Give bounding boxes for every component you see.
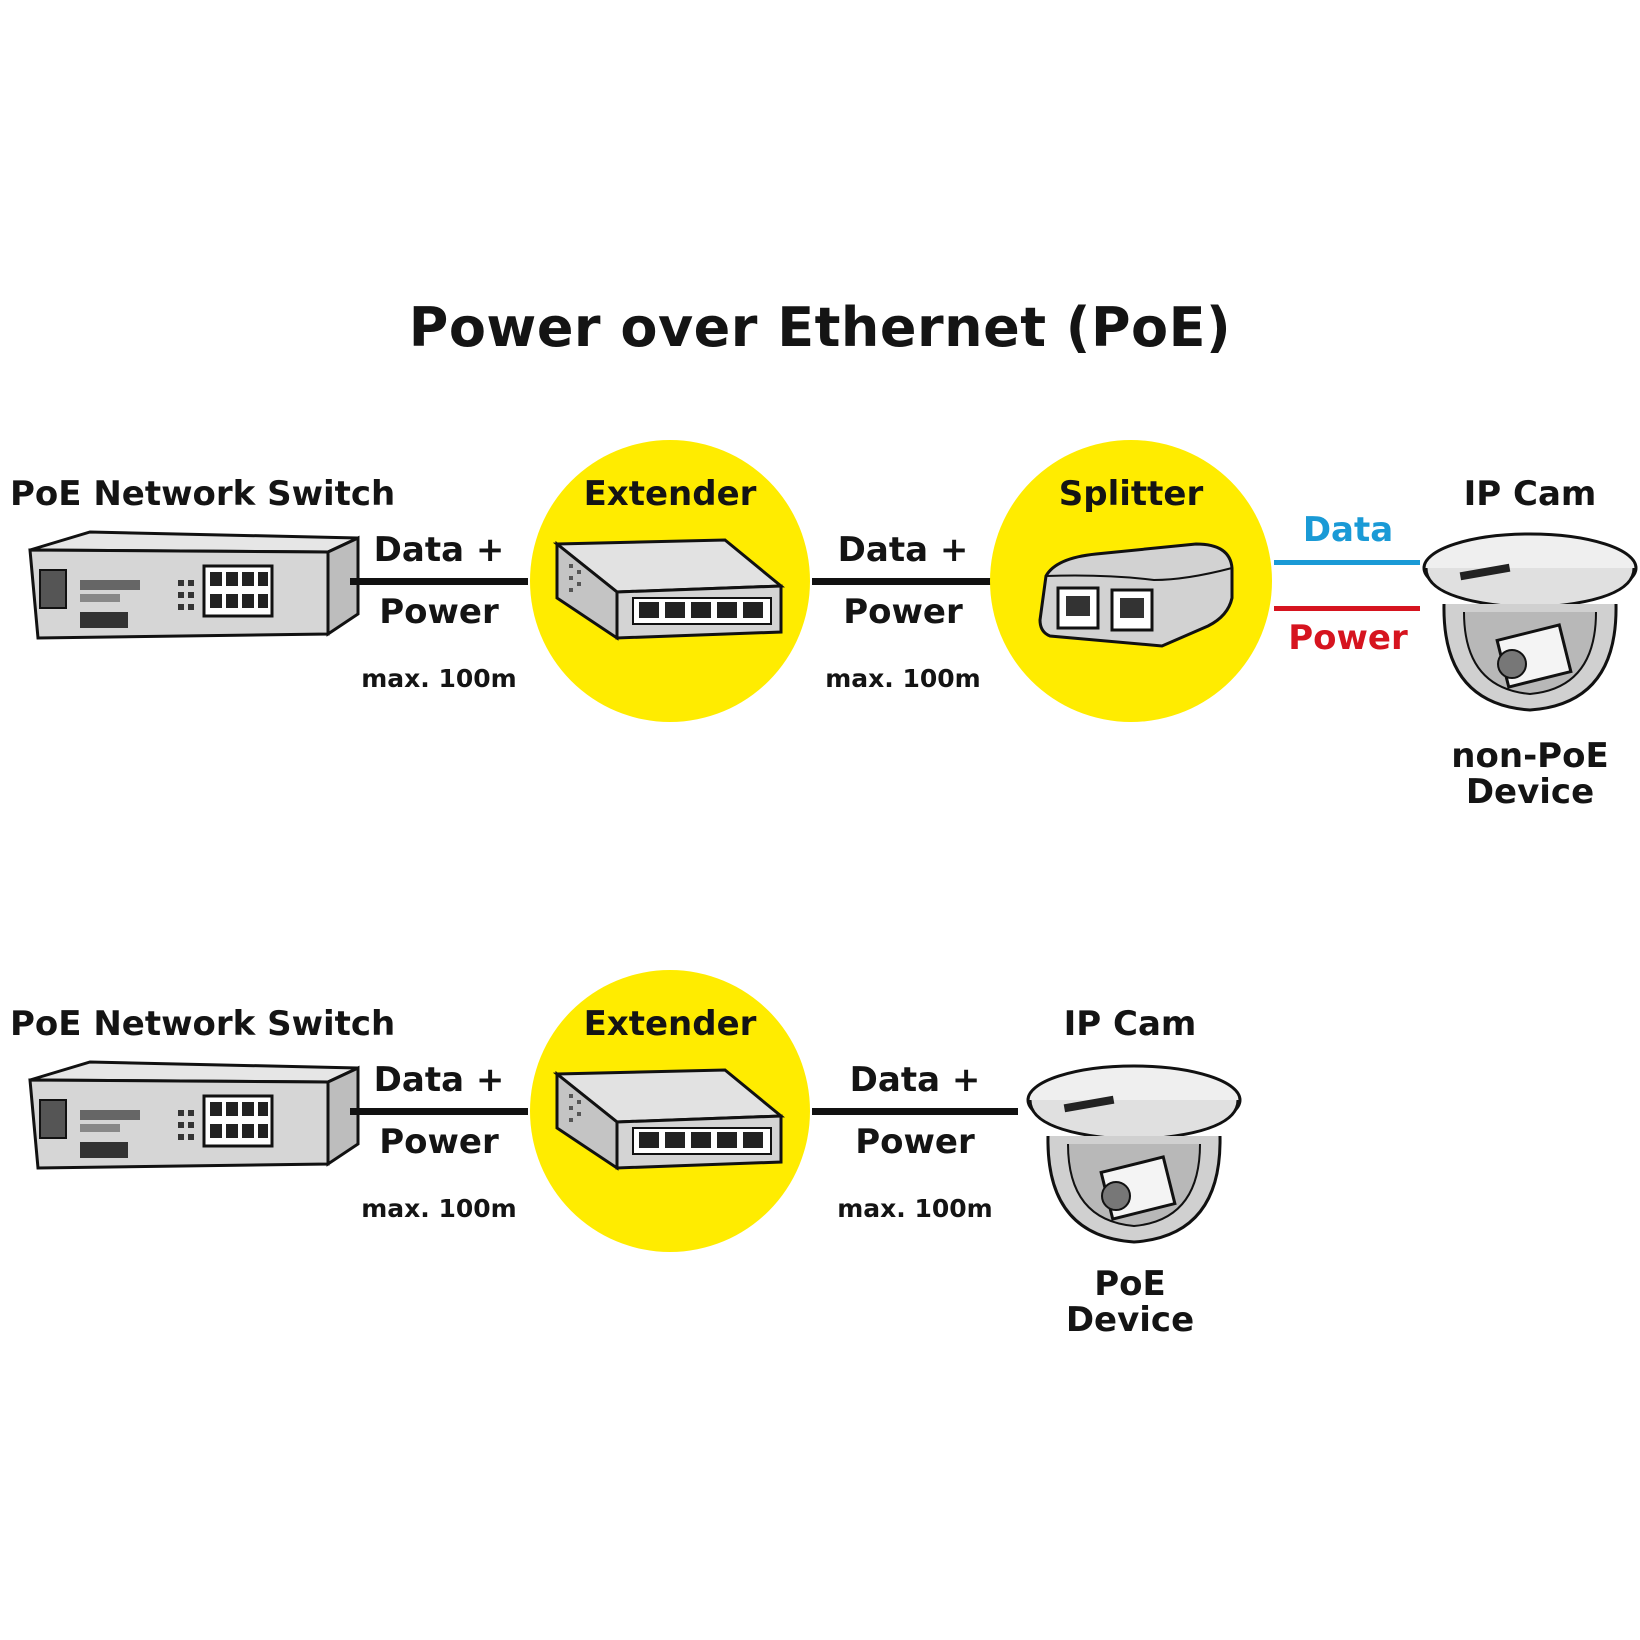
device-type-line2: Device: [1465, 772, 1595, 812]
link-label-line1: Data +: [849, 1060, 981, 1100]
distance-label: max. 100m: [837, 1194, 993, 1223]
device-type-line1: PoE: [1094, 1264, 1166, 1304]
data-line: [1274, 560, 1420, 565]
switch-label: PoE Network Switch: [10, 474, 396, 514]
dome-camera-icon: [1024, 1060, 1244, 1250]
camera-label: IP Cam: [1063, 1004, 1197, 1044]
distance-label: max. 100m: [361, 1194, 517, 1223]
power-label: Power: [1288, 618, 1408, 658]
link-label-line2: Power: [379, 592, 499, 632]
cable-line: [812, 578, 994, 585]
camera-label: IP Cam: [1463, 474, 1597, 514]
device-type-line2: Device: [1065, 1300, 1195, 1340]
link-label-line2: Power: [855, 1122, 975, 1162]
distance-label: max. 100m: [361, 664, 517, 693]
data-label: Data: [1302, 510, 1394, 550]
link-label-line1: Data +: [373, 1060, 505, 1100]
distance-label: max. 100m: [825, 664, 981, 693]
extender-label: Extender: [583, 474, 757, 514]
network-switch-icon: [28, 530, 360, 640]
cable-line: [812, 1108, 1018, 1115]
dome-camera-icon: [1420, 528, 1640, 718]
page-title: Power over Ethernet (PoE): [408, 296, 1232, 359]
link-label-line1: Data +: [373, 530, 505, 570]
device-type-line1: non-PoE: [1451, 736, 1609, 776]
extender-label: Extender: [583, 1004, 757, 1044]
link-label-line2: Power: [843, 592, 963, 632]
switch-label: PoE Network Switch: [10, 1004, 396, 1044]
link-label-line2: Power: [379, 1122, 499, 1162]
extender-icon: [552, 1068, 786, 1171]
power-line: [1274, 606, 1420, 611]
cable-line: [350, 1108, 528, 1115]
splitter-label: Splitter: [1058, 474, 1204, 514]
network-switch-icon: [28, 1060, 360, 1170]
extender-icon: [552, 538, 786, 641]
splitter-icon: [1036, 540, 1236, 650]
cable-line: [350, 578, 528, 585]
link-label-line1: Data +: [837, 530, 969, 570]
